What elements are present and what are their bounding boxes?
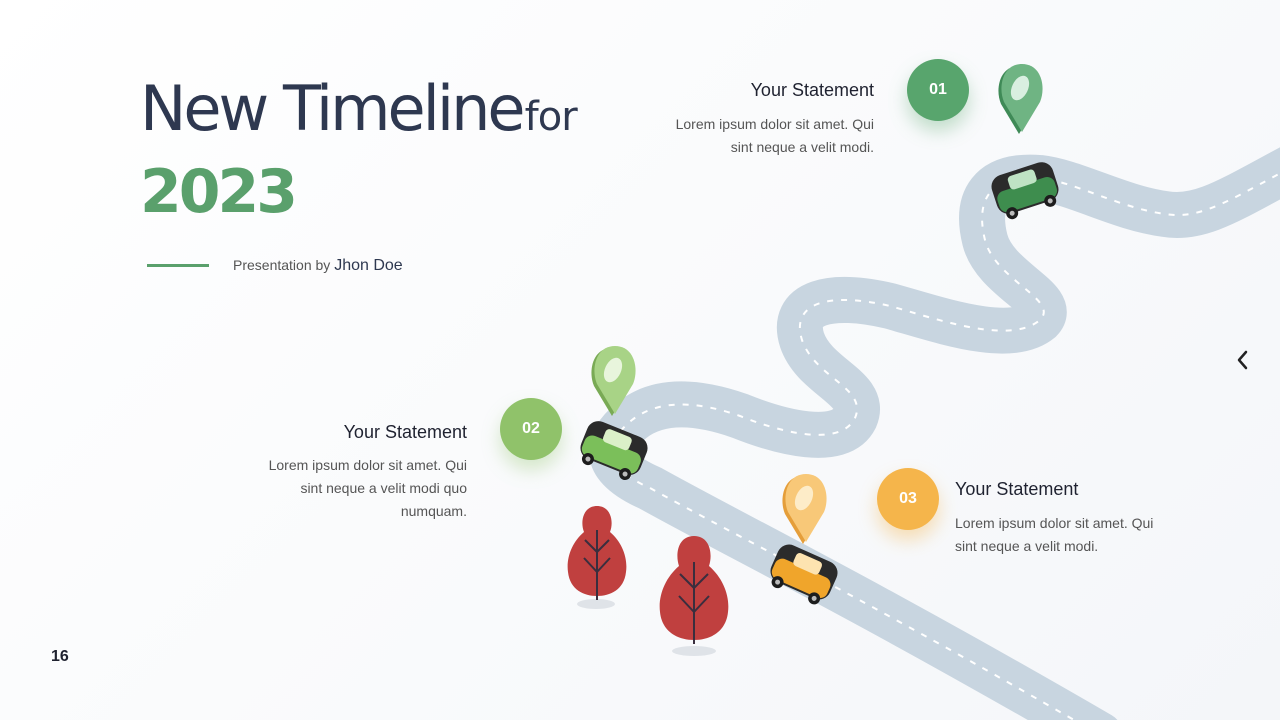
title-year: 2023 bbox=[140, 157, 298, 227]
milestone-1-title: Your Statement bbox=[750, 80, 874, 100]
car-icon bbox=[770, 544, 838, 605]
car-icon bbox=[991, 162, 1059, 220]
title-sub: for bbox=[524, 94, 578, 140]
page-number: 16 bbox=[51, 648, 69, 665]
milestone-2-badge: 02 bbox=[500, 398, 562, 460]
milestone-2-body: Lorem ipsum dolor sit amet. Qui sint neq… bbox=[268, 457, 467, 519]
title-main: New Timeline bbox=[140, 72, 526, 145]
road bbox=[589, 147, 1280, 720]
map-pin-icon bbox=[782, 474, 827, 544]
milestone-1-badge: 01 bbox=[907, 59, 969, 121]
milestone-2-title: Your Statement bbox=[343, 422, 467, 442]
milestone-1-body: Lorem ipsum dolor sit amet. Qui sint neq… bbox=[675, 116, 874, 155]
tree-icon bbox=[659, 536, 729, 656]
previous-slide-button[interactable] bbox=[1230, 346, 1254, 374]
car-icon bbox=[580, 421, 648, 481]
byline: Presentation by Jhon Doe bbox=[233, 257, 403, 275]
map-pin-icon bbox=[998, 64, 1043, 134]
byline-prefix: Presentation by bbox=[233, 257, 331, 273]
map-pin-icon bbox=[591, 346, 636, 416]
milestone-3-body: Lorem ipsum dolor sit amet. Qui sint neq… bbox=[955, 515, 1154, 554]
chevron-left-icon bbox=[1237, 350, 1248, 370]
milestone-3-badge: 03 bbox=[877, 468, 939, 530]
milestone-3-title: Your Statement bbox=[955, 479, 1079, 499]
tree-icon bbox=[567, 506, 627, 609]
byline-name: Jhon Doe bbox=[334, 257, 403, 274]
accent-divider bbox=[147, 264, 209, 267]
slide-title: New Timeline for bbox=[140, 78, 578, 140]
